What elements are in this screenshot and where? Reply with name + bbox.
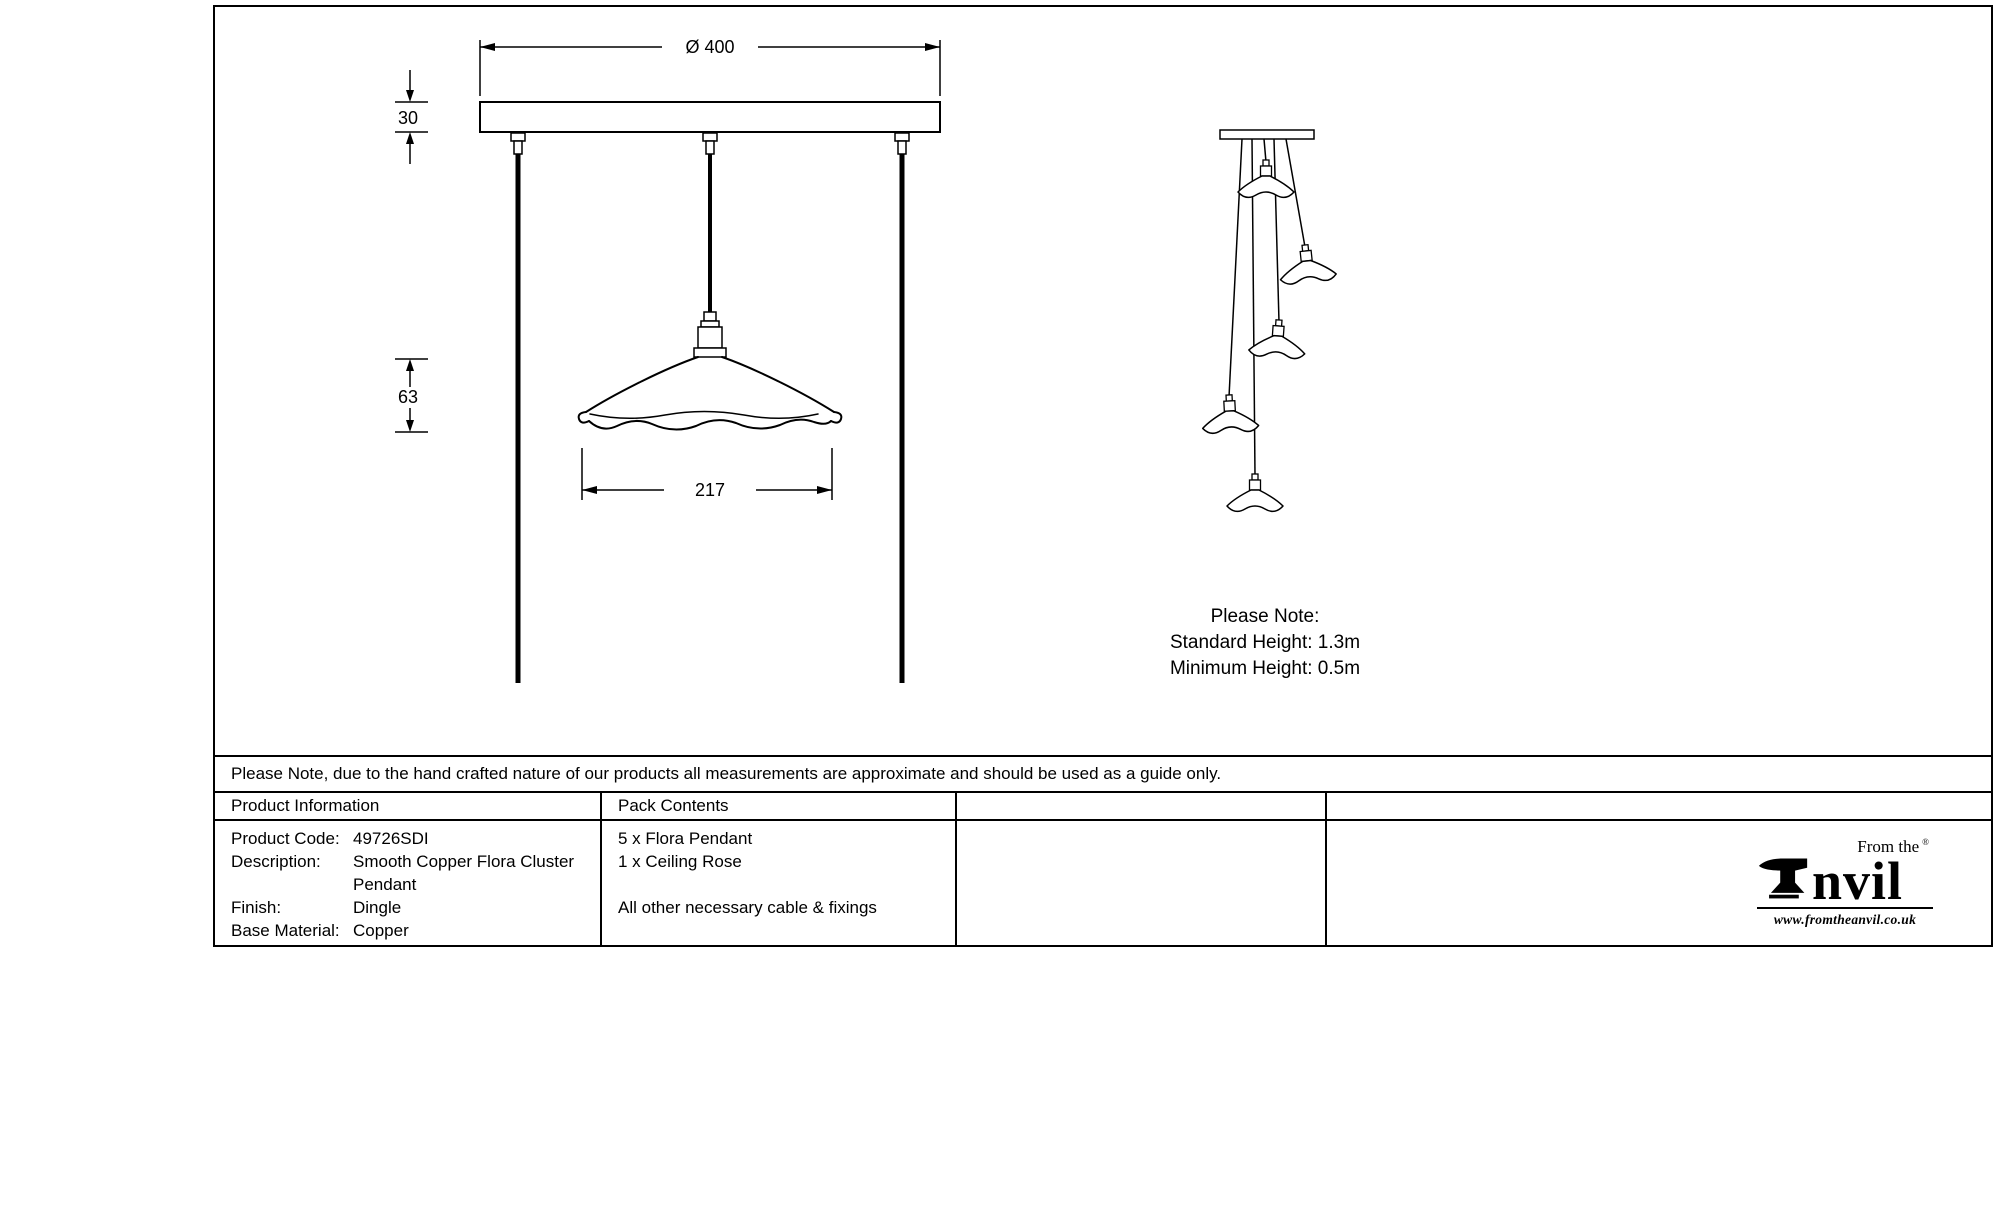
dim-plate-height-lines: [395, 70, 428, 164]
dim-plate-height-arrows: [406, 90, 414, 144]
dim-plate-height-label: 30: [398, 108, 418, 128]
lamp-holder: [693, 311, 727, 358]
cord-grips: [510, 132, 910, 155]
base-material-label: Base Material:: [231, 921, 340, 940]
logo-url: www.fromtheanvil.co.uk: [1757, 907, 1933, 928]
logo-from-the: From the: [1857, 837, 1920, 856]
pendant-cords: [515, 154, 905, 683]
height-note-minimum: Minimum Height: 0.5m: [1169, 658, 1361, 679]
description-label: Description:: [231, 852, 321, 871]
pack-contents-cell: 5 x Flora Pendant 1 x Ceiling Rose All o…: [602, 821, 957, 945]
registered-mark: ®: [1922, 837, 1929, 847]
dim-diameter-label: Ø 400: [685, 37, 734, 57]
spec-sheet-frame: Ø 400 30: [213, 5, 1993, 947]
cluster-ceiling-plate: [1219, 129, 1315, 140]
logo-main: nvil: [1757, 851, 1933, 911]
product-information-header-label: Product Information: [231, 796, 380, 815]
logo-tagline: From the ®: [1757, 837, 1933, 856]
finish-value: Dingle: [353, 898, 402, 917]
product-information-header: Product Information: [215, 793, 602, 821]
dim-shade-height-lines: [395, 358, 428, 433]
product-information-cell: Product Code: 49726SDI Description: Smoo…: [215, 821, 602, 945]
height-note-title: Please Note:: [1210, 606, 1320, 627]
disclaimer-text: Please Note, due to the hand crafted nat…: [231, 764, 1222, 783]
disclaimer-row: Please Note, due to the hand crafted nat…: [215, 755, 1991, 791]
info-table: Product Information Pack Contents Produc…: [215, 791, 1991, 945]
pack-contents-item: All other necessary cable & fixings: [618, 898, 877, 917]
logo-anvil-text: nvil: [1812, 851, 1904, 911]
technical-drawing: Ø 400 30: [395, 37, 1338, 683]
height-note: Please Note: Standard Height: 1.3m Minim…: [1110, 604, 1420, 682]
height-note-standard: Standard Height: 1.3m: [1169, 632, 1361, 653]
empty-header-cell: [957, 793, 1327, 821]
dim-diameter-arrows: [480, 43, 940, 51]
anvil-logo: From the ® nvil www.fromtheanvil.co.uk: [1757, 838, 1933, 928]
dim-shade-width-arrows: [582, 486, 832, 494]
product-code-label: Product Code:: [231, 829, 340, 848]
finish-label: Finish:: [231, 898, 282, 917]
empty-cell: [957, 821, 1327, 945]
description-value: Smooth Copper Flora Cluster Pendant: [353, 852, 575, 894]
ceiling-plate: [479, 101, 941, 133]
pack-contents-item: 1 x Ceiling Rose: [618, 852, 742, 871]
dim-shade-width-label: 217: [695, 480, 725, 500]
pack-contents-header: Pack Contents: [602, 793, 957, 821]
dim-diameter-lines: [479, 40, 941, 96]
anvil-icon: [1758, 858, 1808, 899]
pack-contents-item: 5 x Flora Pendant: [618, 829, 753, 848]
flora-shade: [577, 356, 843, 431]
logo-cell: From the ® nvil www.fromtheanvil.co.uk: [1327, 821, 1991, 945]
product-information-grid: Product Code: 49726SDI Description: Smoo…: [231, 827, 590, 942]
base-material-value: Copper: [353, 921, 409, 940]
dim-shade-height-label: 63: [398, 387, 418, 407]
dim-shade-height-arrows: [406, 359, 414, 432]
logo-header-cell: [1327, 793, 1991, 821]
pack-contents-header-label: Pack Contents: [618, 796, 729, 815]
product-code-value: 49726SDI: [353, 829, 429, 848]
